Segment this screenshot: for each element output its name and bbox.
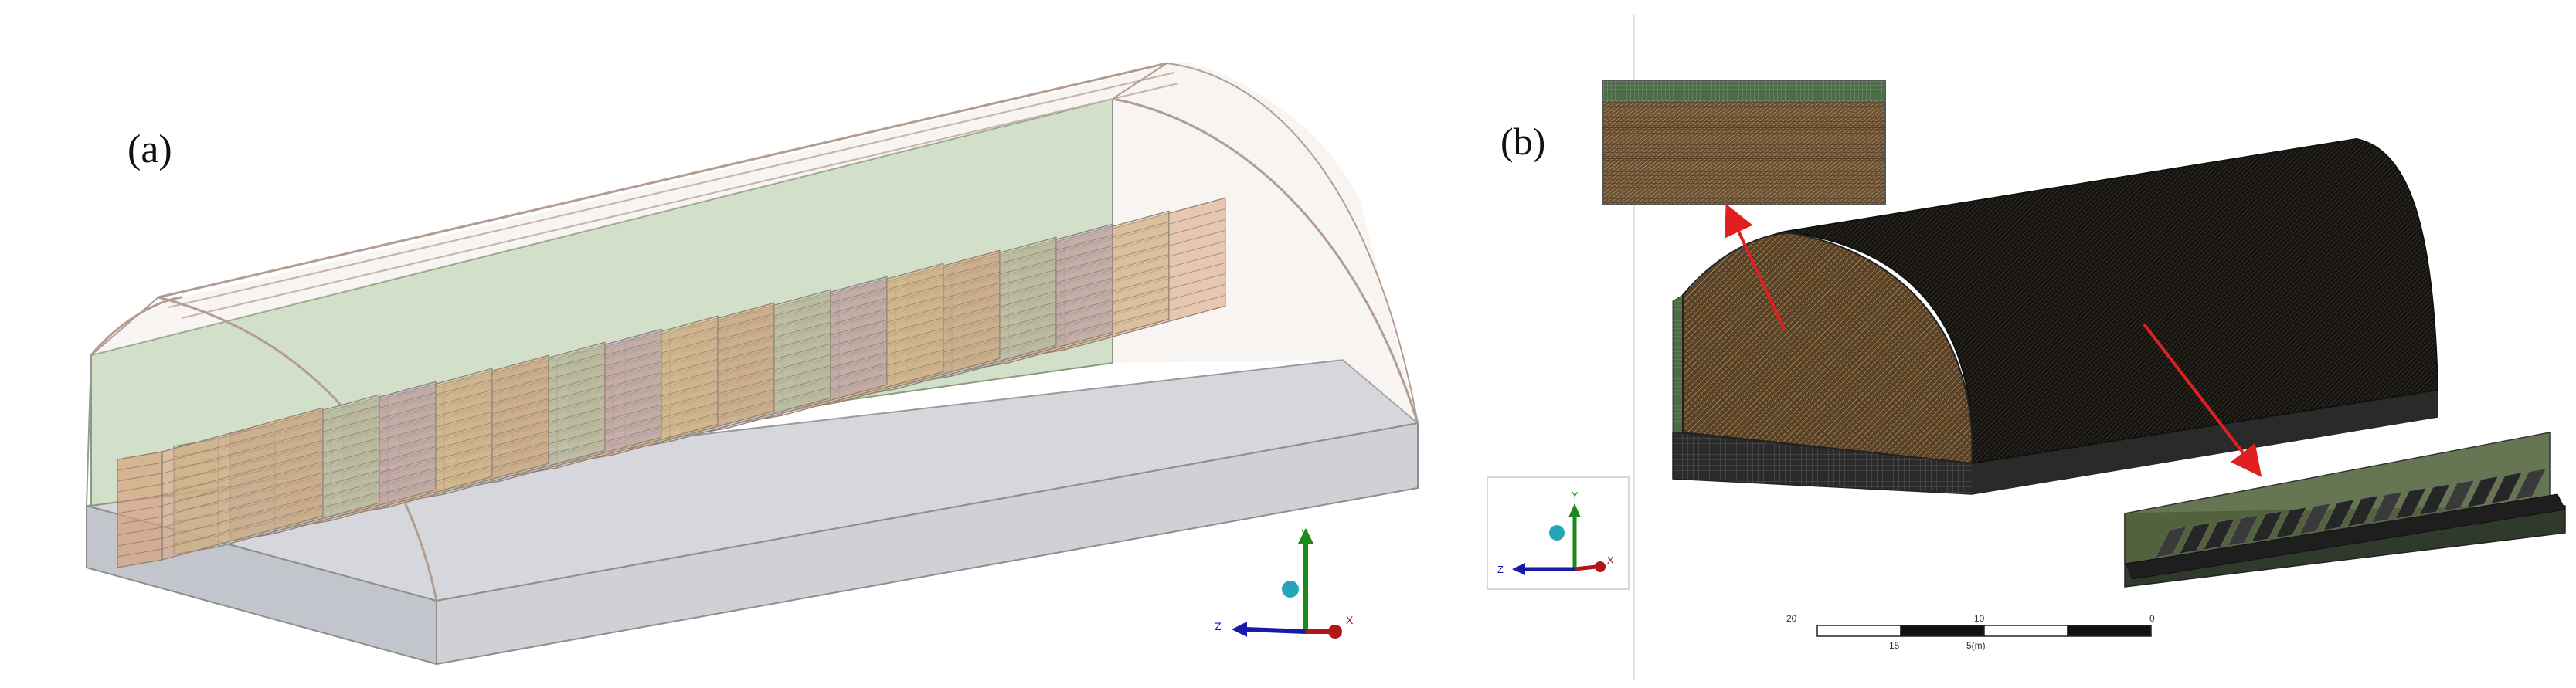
inset-stack (2251, 510, 2283, 543)
inset-stack (2203, 518, 2235, 551)
inset-stack (2299, 503, 2331, 535)
inset-stack (2490, 472, 2523, 504)
axis-z-label-a: Z (1215, 620, 1222, 632)
inset-stack-rows (2155, 468, 2547, 558)
panel-a: (a) (86, 62, 1420, 666)
axis-triad-b: Y Z X (1487, 476, 1630, 590)
scale-label-20: 20 (1786, 613, 1797, 624)
panel-a-label: (a) (127, 127, 172, 171)
inset-stack (2227, 514, 2259, 547)
inset-stack (2514, 468, 2547, 500)
axis-y-label-b: Y (1572, 490, 1579, 501)
scale-label-0: 0 (2149, 613, 2155, 624)
callout-arrow-top (1725, 203, 1786, 331)
scale-label-15: 15 (1889, 640, 1900, 651)
inset-stack (2347, 495, 2379, 527)
inset-stack (2442, 480, 2475, 512)
inset-stack (2323, 499, 2355, 531)
inset-stack (2394, 487, 2427, 520)
scale-bar: 0 5(m) 10 15 20 (1786, 613, 2155, 651)
rack-stacks (117, 197, 1226, 568)
callout-arrow-bottom (2143, 323, 2262, 477)
scale-label-10: 10 (1974, 613, 1985, 624)
mesh-inset-bottom (2124, 432, 2566, 588)
panel-b-label: (b) (1500, 120, 1545, 163)
inset-stack (2275, 507, 2307, 539)
axis-x-label-b: X (1607, 554, 1614, 566)
axis-y-label-a: Y (1301, 527, 1309, 540)
inset-stack (2155, 526, 2187, 558)
mesh-inset-top (1602, 80, 1886, 205)
inset-stack (2418, 483, 2451, 516)
inset-stack (2466, 476, 2499, 508)
axis-x-label-a: X (1346, 614, 1354, 626)
panel-b: (b) (1487, 80, 2566, 651)
inset-stack (2179, 522, 2211, 554)
axis-triad-a: Y Z X (1215, 527, 1354, 639)
inset-stack (2370, 491, 2403, 524)
scale-label-5: 5(m) (1966, 640, 1986, 651)
rack-stack (117, 407, 324, 568)
axis-z-label-b: Z (1497, 564, 1504, 575)
meshed-tunnel (1672, 137, 2439, 495)
